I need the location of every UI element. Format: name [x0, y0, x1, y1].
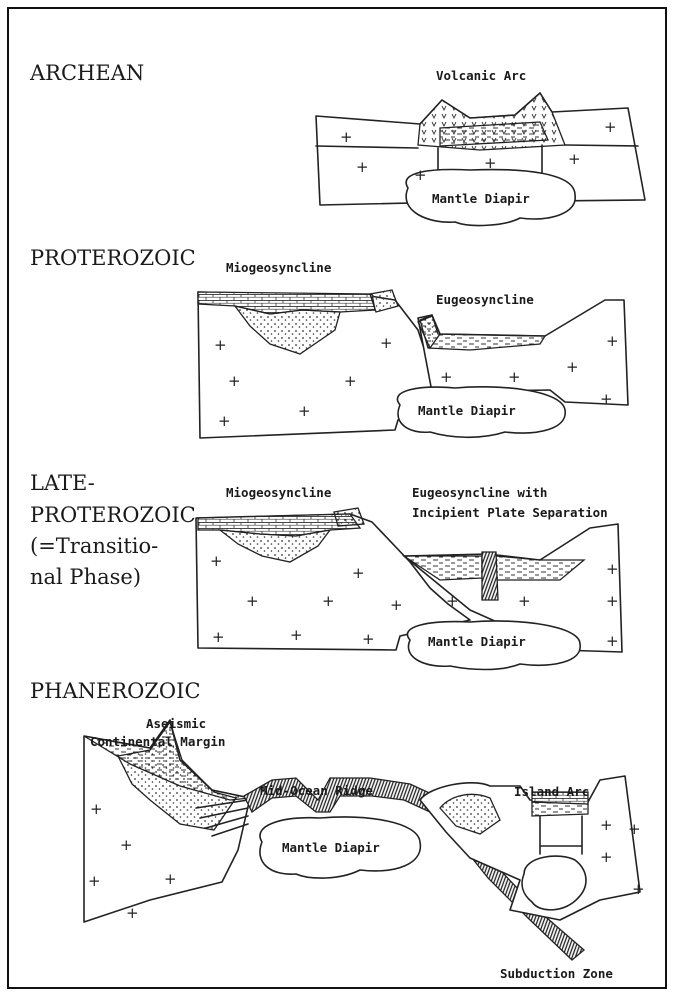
- svg-text:+: +: [340, 128, 353, 146]
- svg-text:+: +: [212, 628, 225, 646]
- label-mid-ocean-ridge: Mid-Ocean Ridge: [260, 783, 373, 798]
- svg-text:+: +: [518, 592, 531, 610]
- era-title-proterozoic: PROTEROZOIC: [30, 246, 196, 270]
- svg-text:+: +: [322, 592, 335, 610]
- label-mantle-diapir-archean: Mantle Diapir: [432, 191, 530, 206]
- label-mantle-diapir-late: Mantle Diapir: [428, 634, 526, 649]
- svg-text:+: +: [414, 166, 427, 184]
- label-eugeosyncline-proterozoic: Eugeosyncline: [436, 292, 534, 307]
- era-title-archean: ARCHEAN: [29, 61, 144, 85]
- svg-text:+: +: [210, 552, 223, 570]
- late-shelf-edge: [334, 508, 364, 526]
- svg-text:+: +: [606, 332, 619, 350]
- label-subduction-zone: Subduction Zone: [500, 966, 613, 981]
- era-title-late-line1: LATE-: [30, 471, 95, 495]
- svg-text:+: +: [218, 412, 231, 430]
- incipient-rift-dike: [482, 552, 498, 600]
- svg-text:+: +: [508, 368, 521, 386]
- svg-text:+: +: [344, 372, 357, 390]
- svg-text:+: +: [164, 870, 177, 888]
- label-miogeosyncline-proterozoic: Miogeosyncline: [226, 260, 332, 275]
- svg-text:+: +: [632, 880, 645, 898]
- svg-text:+: +: [390, 596, 403, 614]
- era-title-late-line4: nal Phase): [30, 565, 141, 589]
- svg-text:+: +: [228, 372, 241, 390]
- svg-text:+: +: [440, 368, 453, 386]
- svg-text:+: +: [120, 836, 133, 854]
- era-title-late-line3: (=Transitio-: [30, 534, 158, 558]
- svg-text:+: +: [600, 848, 613, 866]
- svg-text:+: +: [88, 872, 101, 890]
- svg-text:+: +: [446, 592, 459, 610]
- svg-text:+: +: [90, 800, 103, 818]
- svg-text:+: +: [568, 150, 581, 168]
- svg-text:+: +: [600, 390, 613, 408]
- svg-text:+: +: [628, 820, 641, 838]
- label-eugeosyncline-late-1: Eugeosyncline with: [412, 485, 547, 500]
- svg-text:+: +: [606, 560, 619, 578]
- svg-text:+: +: [606, 592, 619, 610]
- svg-text:+: +: [298, 402, 311, 420]
- era-title-phanerozoic: PHANEROZOIC: [30, 679, 201, 703]
- label-eugeosyncline-late-2: Incipient Plate Separation: [412, 505, 608, 520]
- svg-text:+: +: [246, 592, 259, 610]
- svg-text:+: +: [484, 154, 497, 172]
- label-volcanic-arc: Volcanic Arc: [436, 68, 526, 83]
- svg-text:+: +: [126, 904, 139, 922]
- label-aseismic-1: Aseismic: [146, 716, 206, 731]
- svg-text:+: +: [290, 626, 303, 644]
- label-miogeosyncline-late: Miogeosyncline: [226, 485, 332, 500]
- svg-text:+: +: [214, 336, 227, 354]
- svg-text:+: +: [352, 564, 365, 582]
- label-mantle-diapir-phanerozoic: Mantle Diapir: [282, 840, 380, 855]
- svg-text:+: +: [604, 118, 617, 136]
- svg-text:+: +: [380, 334, 393, 352]
- label-aseismic-2: Continental Margin: [90, 734, 225, 749]
- era-title-late-line2: PROTEROZOIC: [30, 503, 196, 527]
- svg-text:+: +: [600, 816, 613, 834]
- svg-text:+: +: [566, 358, 579, 376]
- svg-text:+: +: [362, 630, 375, 648]
- label-island-arc: Island Arc: [514, 784, 589, 799]
- label-mantle-diapir-proterozoic: Mantle Diapir: [418, 403, 516, 418]
- svg-text:+: +: [606, 632, 619, 650]
- svg-text:+: +: [356, 158, 369, 176]
